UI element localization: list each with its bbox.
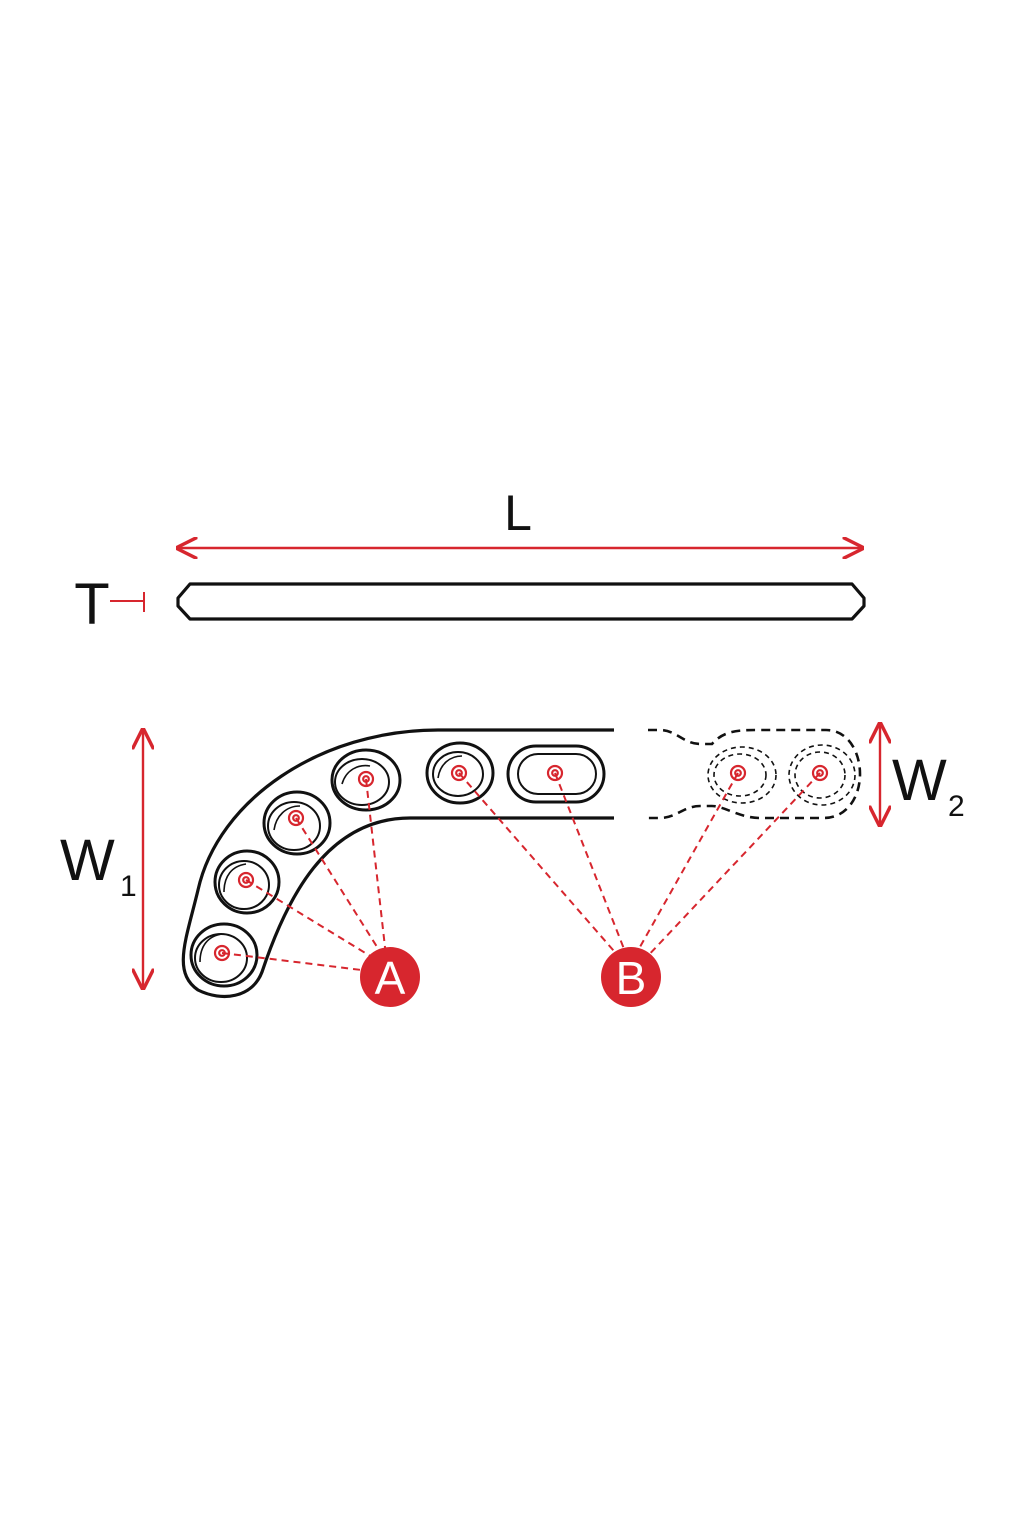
dashed-hole-2	[788, 744, 856, 806]
callout-a-label: A	[375, 952, 406, 1004]
width1-label: W	[60, 828, 115, 893]
dashed-hole-1	[707, 746, 777, 804]
hole-center-markers	[213, 764, 829, 962]
length-label: L	[504, 485, 532, 541]
curved-hole-2	[262, 790, 332, 856]
thickness-label: T	[74, 572, 109, 637]
width2-subscript: 2	[948, 790, 965, 823]
width2-label: W	[892, 748, 947, 813]
leader-lines-a	[221, 778, 387, 973]
callout-a-badge: A	[360, 947, 420, 1007]
plate-dashed-continuation	[648, 728, 862, 820]
callout-b-badge: B	[601, 947, 661, 1007]
plate-top-view-outline	[181, 728, 614, 998]
callout-b-label: B	[616, 952, 647, 1004]
leader-lines-b	[458, 772, 821, 961]
width1-subscript: 1	[120, 870, 137, 903]
plate-side-profile	[176, 582, 866, 621]
